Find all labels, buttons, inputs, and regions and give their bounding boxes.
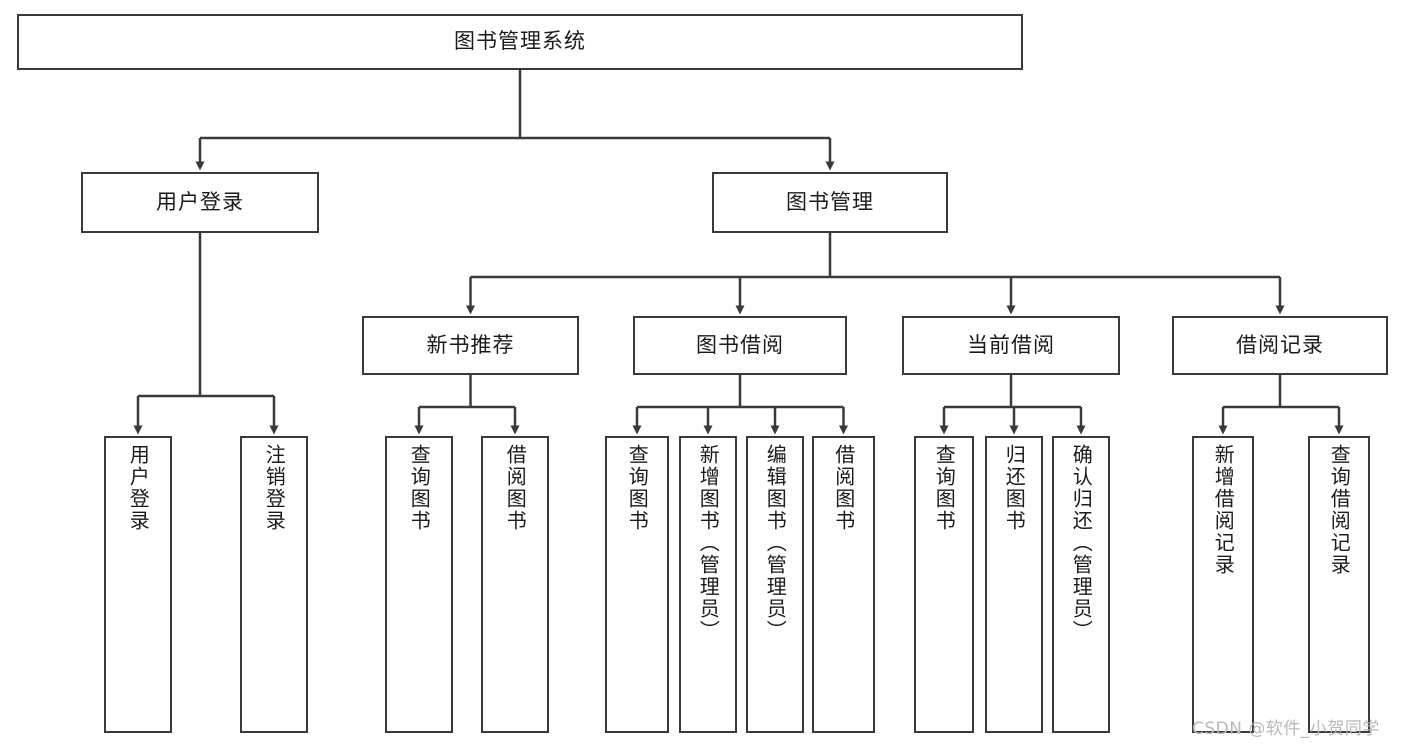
node-label: 查询图书	[625, 444, 650, 532]
node-label: 查询借阅记录	[1327, 444, 1352, 576]
leaf-node-归还图书[interactable]: 归还图书	[985, 436, 1043, 733]
leaf-node-新增图书管理员[interactable]: 新增图书（管理员）	[679, 436, 737, 733]
leaf-node-查询图书[interactable]: 查询图书	[605, 436, 669, 733]
node-label: 查询图书	[932, 444, 957, 532]
leaf-node-用户登录[interactable]: 用户登录	[104, 436, 172, 733]
leaf-node-新增借阅记录[interactable]: 新增借阅记录	[1192, 436, 1254, 733]
node-label: 查询图书	[407, 444, 432, 532]
node-label: 当前借阅	[967, 332, 1055, 357]
node-label: 新增借阅记录	[1211, 444, 1236, 576]
node-label: 确认归还（管理员）	[1069, 444, 1094, 642]
csdn-watermark: CSDN @软件_小贺同学	[1192, 719, 1380, 739]
node-label: 归还图书	[1002, 444, 1027, 532]
leaf-node-编辑图书管理员[interactable]: 编辑图书（管理员）	[746, 436, 804, 733]
node-label: 注销登录	[262, 444, 287, 532]
node-label: 新增图书（管理员）	[696, 444, 721, 642]
level2-node-新书推荐[interactable]: 新书推荐	[362, 316, 579, 375]
leaf-node-查询图书[interactable]: 查询图书	[914, 436, 974, 733]
leaf-node-借阅图书[interactable]: 借阅图书	[481, 436, 549, 733]
node-label: 图书管理	[786, 189, 874, 214]
leaf-node-确认归还管理员[interactable]: 确认归还（管理员）	[1052, 436, 1110, 733]
node-label: 新书推荐	[426, 332, 515, 357]
node-label: 图书管理系统	[454, 29, 586, 54]
node-label: 编辑图书（管理员）	[763, 444, 788, 642]
node-label: 用户登录	[156, 189, 244, 214]
node-label: 借阅图书	[503, 444, 528, 532]
level2-node-当前借阅[interactable]: 当前借阅	[902, 316, 1120, 375]
node-label: 用户登录	[126, 444, 151, 532]
level1-node-用户登录[interactable]: 用户登录	[81, 172, 319, 233]
leaf-node-注销登录[interactable]: 注销登录	[240, 436, 308, 733]
level2-node-图书借阅[interactable]: 图书借阅	[633, 316, 847, 375]
level1-node-图书管理[interactable]: 图书管理	[712, 172, 948, 233]
leaf-node-查询图书[interactable]: 查询图书	[385, 436, 453, 733]
leaf-node-查询借阅记录[interactable]: 查询借阅记录	[1308, 436, 1370, 733]
node-label: 借阅记录	[1236, 332, 1324, 357]
leaf-node-借阅图书[interactable]: 借阅图书	[812, 436, 875, 733]
node-label: 借阅图书	[831, 444, 856, 532]
node-label: 图书借阅	[696, 332, 784, 357]
root-node-图书管理系统[interactable]: 图书管理系统	[17, 14, 1023, 70]
level2-node-借阅记录[interactable]: 借阅记录	[1172, 316, 1388, 375]
